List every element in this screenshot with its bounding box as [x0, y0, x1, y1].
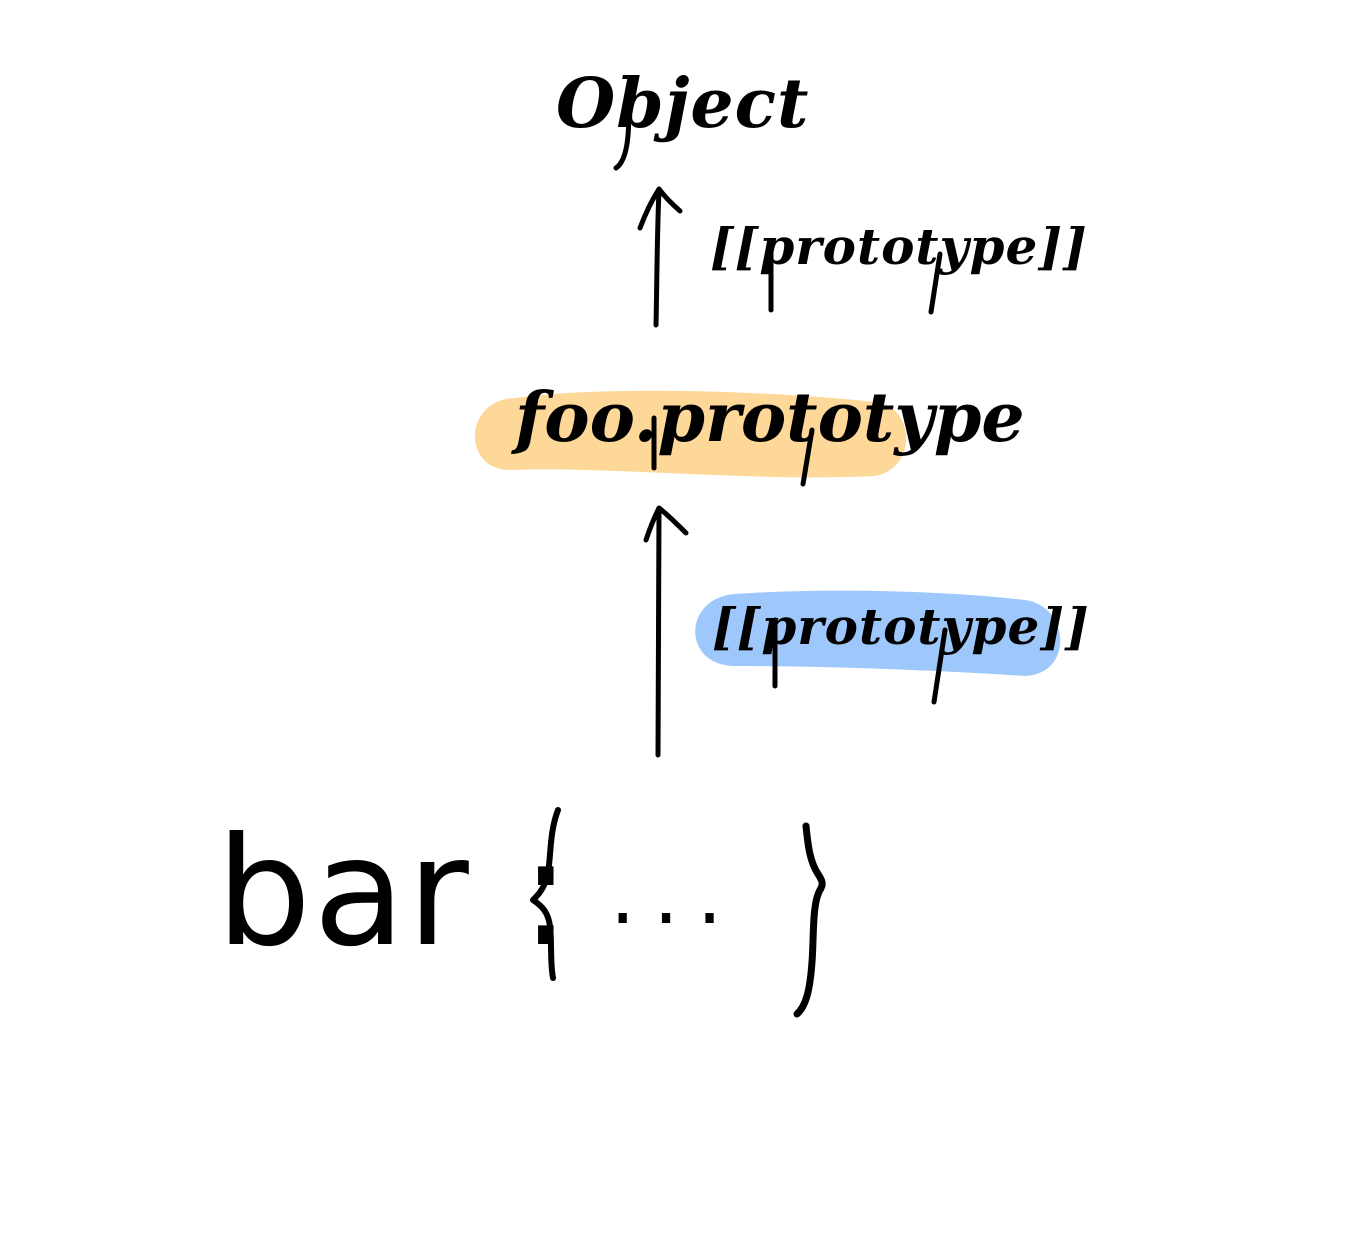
proto-link-2-highlight — [695, 590, 1061, 676]
proto-link-2-label: [[prototype]] — [712, 597, 1090, 656]
right-brace-icon — [793, 822, 826, 1018]
proto-link-1-label: [[prototype]] — [710, 217, 1088, 276]
bar-node-label: bar : — [216, 806, 574, 980]
object-j-descender — [613, 97, 632, 171]
foo-y-descender — [800, 427, 815, 487]
foo-prototype-node-label: foo.prototype — [515, 378, 1025, 458]
proto1-y-descender — [928, 251, 943, 315]
bar-body-ellipsis: ... — [610, 849, 741, 942]
left-brace-icon — [530, 807, 561, 981]
up-arrow-icon — [643, 505, 689, 758]
foo-prototype-highlight — [474, 390, 907, 478]
up-arrow-icon — [637, 186, 683, 328]
object-node-label: Object — [556, 64, 810, 144]
proto2-y-descender — [931, 627, 948, 705]
